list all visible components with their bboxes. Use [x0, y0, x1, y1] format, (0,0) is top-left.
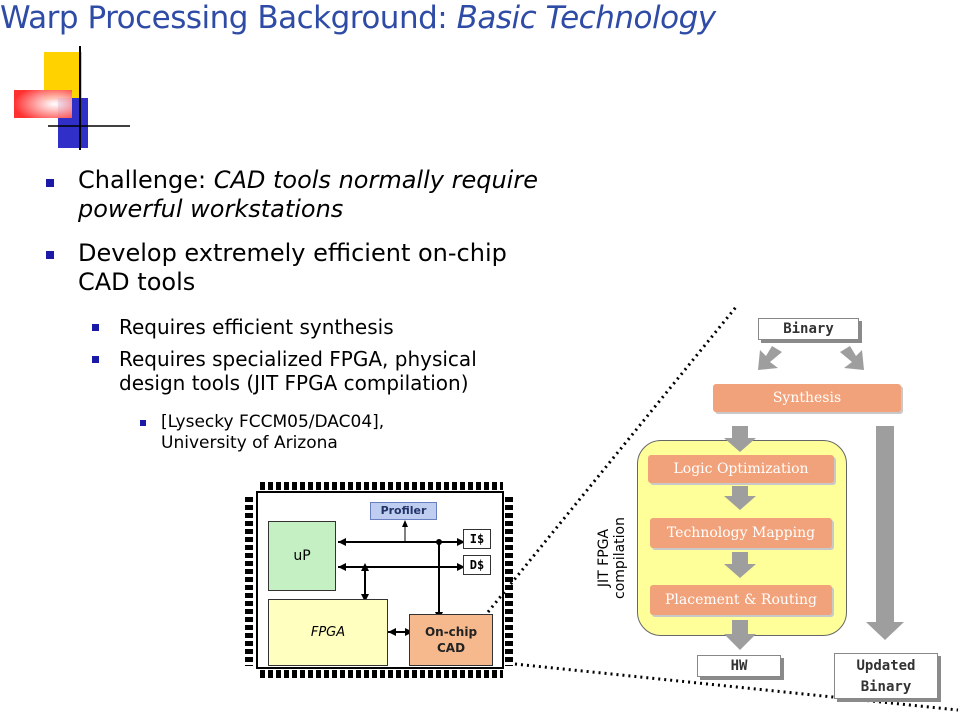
dcache-label: D$	[469, 558, 485, 572]
updated-binary-label-1: Updated	[856, 658, 916, 674]
placement-routing-label: Placement & Routing	[664, 592, 817, 608]
hw-label: HW	[730, 658, 748, 674]
bullet-synthesis-text: Requires efficient synthesis	[119, 315, 394, 339]
jit-label-1: JIT FPGA	[596, 528, 612, 588]
binary-box: Binary	[758, 318, 859, 340]
bullet-challenge-italic-2: powerful workstations	[78, 195, 344, 223]
bullet-develop: Develop extremely efficient on-chip CAD …	[78, 239, 638, 297]
title-italic: Basic Technology	[456, 0, 717, 36]
cad-label-1: On-chip	[424, 625, 478, 639]
updated-binary-label-2: Binary	[860, 679, 912, 695]
bullet-citation-line2: University of Arizona	[161, 433, 338, 453]
icache-label: I$	[469, 532, 485, 546]
page-title: Warp Processing Background: Basic Techno…	[0, 0, 960, 36]
bullet-citation-line1: [Lysecky FCCM05/DAC04],	[161, 412, 385, 432]
bullet-fpga-line1: Requires specialized FPGA, physical	[119, 347, 477, 371]
bullet-marker	[92, 356, 99, 363]
synthesis-box: Synthesis	[713, 384, 901, 412]
bullet-fpga-line2: design tools (JIT FPGA compilation)	[119, 371, 469, 395]
binary-label: Binary	[783, 321, 834, 337]
logic-optimization-label: Logic Optimization	[673, 461, 809, 477]
logo-decoration	[0, 0, 132, 150]
technology-mapping-label: Technology Mapping	[666, 525, 816, 541]
bullet-develop-line2: CAD tools	[78, 268, 196, 296]
bullet-challenge-italic-1: CAD tools normally require	[213, 166, 538, 194]
profiler-block: Profiler	[370, 502, 437, 520]
bullet-challenge-lead: Challenge:	[78, 166, 214, 194]
jit-label-2: compilation	[612, 517, 628, 599]
title-main: Warp Processing Background:	[0, 0, 457, 36]
dcache-block: D$	[463, 555, 491, 575]
up-label: uP	[293, 548, 311, 564]
fpga-block: FPGA	[268, 599, 388, 666]
bullet-synthesis: Requires efficient synthesis	[119, 315, 579, 339]
bullet-marker	[46, 251, 54, 259]
cad-label-2: CAD	[436, 641, 466, 655]
bullet-challenge: Challenge: CAD tools normally require po…	[78, 166, 638, 224]
hw-box: HW	[697, 655, 781, 677]
profiler-label: Profiler	[380, 504, 427, 517]
technology-mapping-box: Technology Mapping	[650, 518, 832, 548]
jit-label: JIT FPGA compilation	[590, 512, 634, 604]
logic-optimization-box: Logic Optimization	[648, 455, 834, 483]
icache-block: I$	[463, 529, 491, 549]
bullet-marker	[92, 324, 99, 331]
updated-binary-box: Updated Binary	[834, 653, 938, 699]
up-block: uP	[268, 521, 336, 591]
fpga-label: FPGA	[310, 625, 346, 640]
synthesis-label: Synthesis	[772, 390, 842, 406]
bullet-marker	[140, 420, 146, 426]
bullet-marker	[46, 179, 54, 187]
onchip-cad-block: On-chip CAD	[409, 614, 493, 666]
bullet-fpga: Requires specialized FPGA, physical desi…	[119, 347, 579, 395]
bullet-citation: [Lysecky FCCM05/DAC04], University of Ar…	[161, 412, 521, 454]
bullet-develop-line1: Develop extremely efficient on-chip	[78, 239, 507, 267]
placement-routing-box: Placement & Routing	[650, 585, 832, 615]
